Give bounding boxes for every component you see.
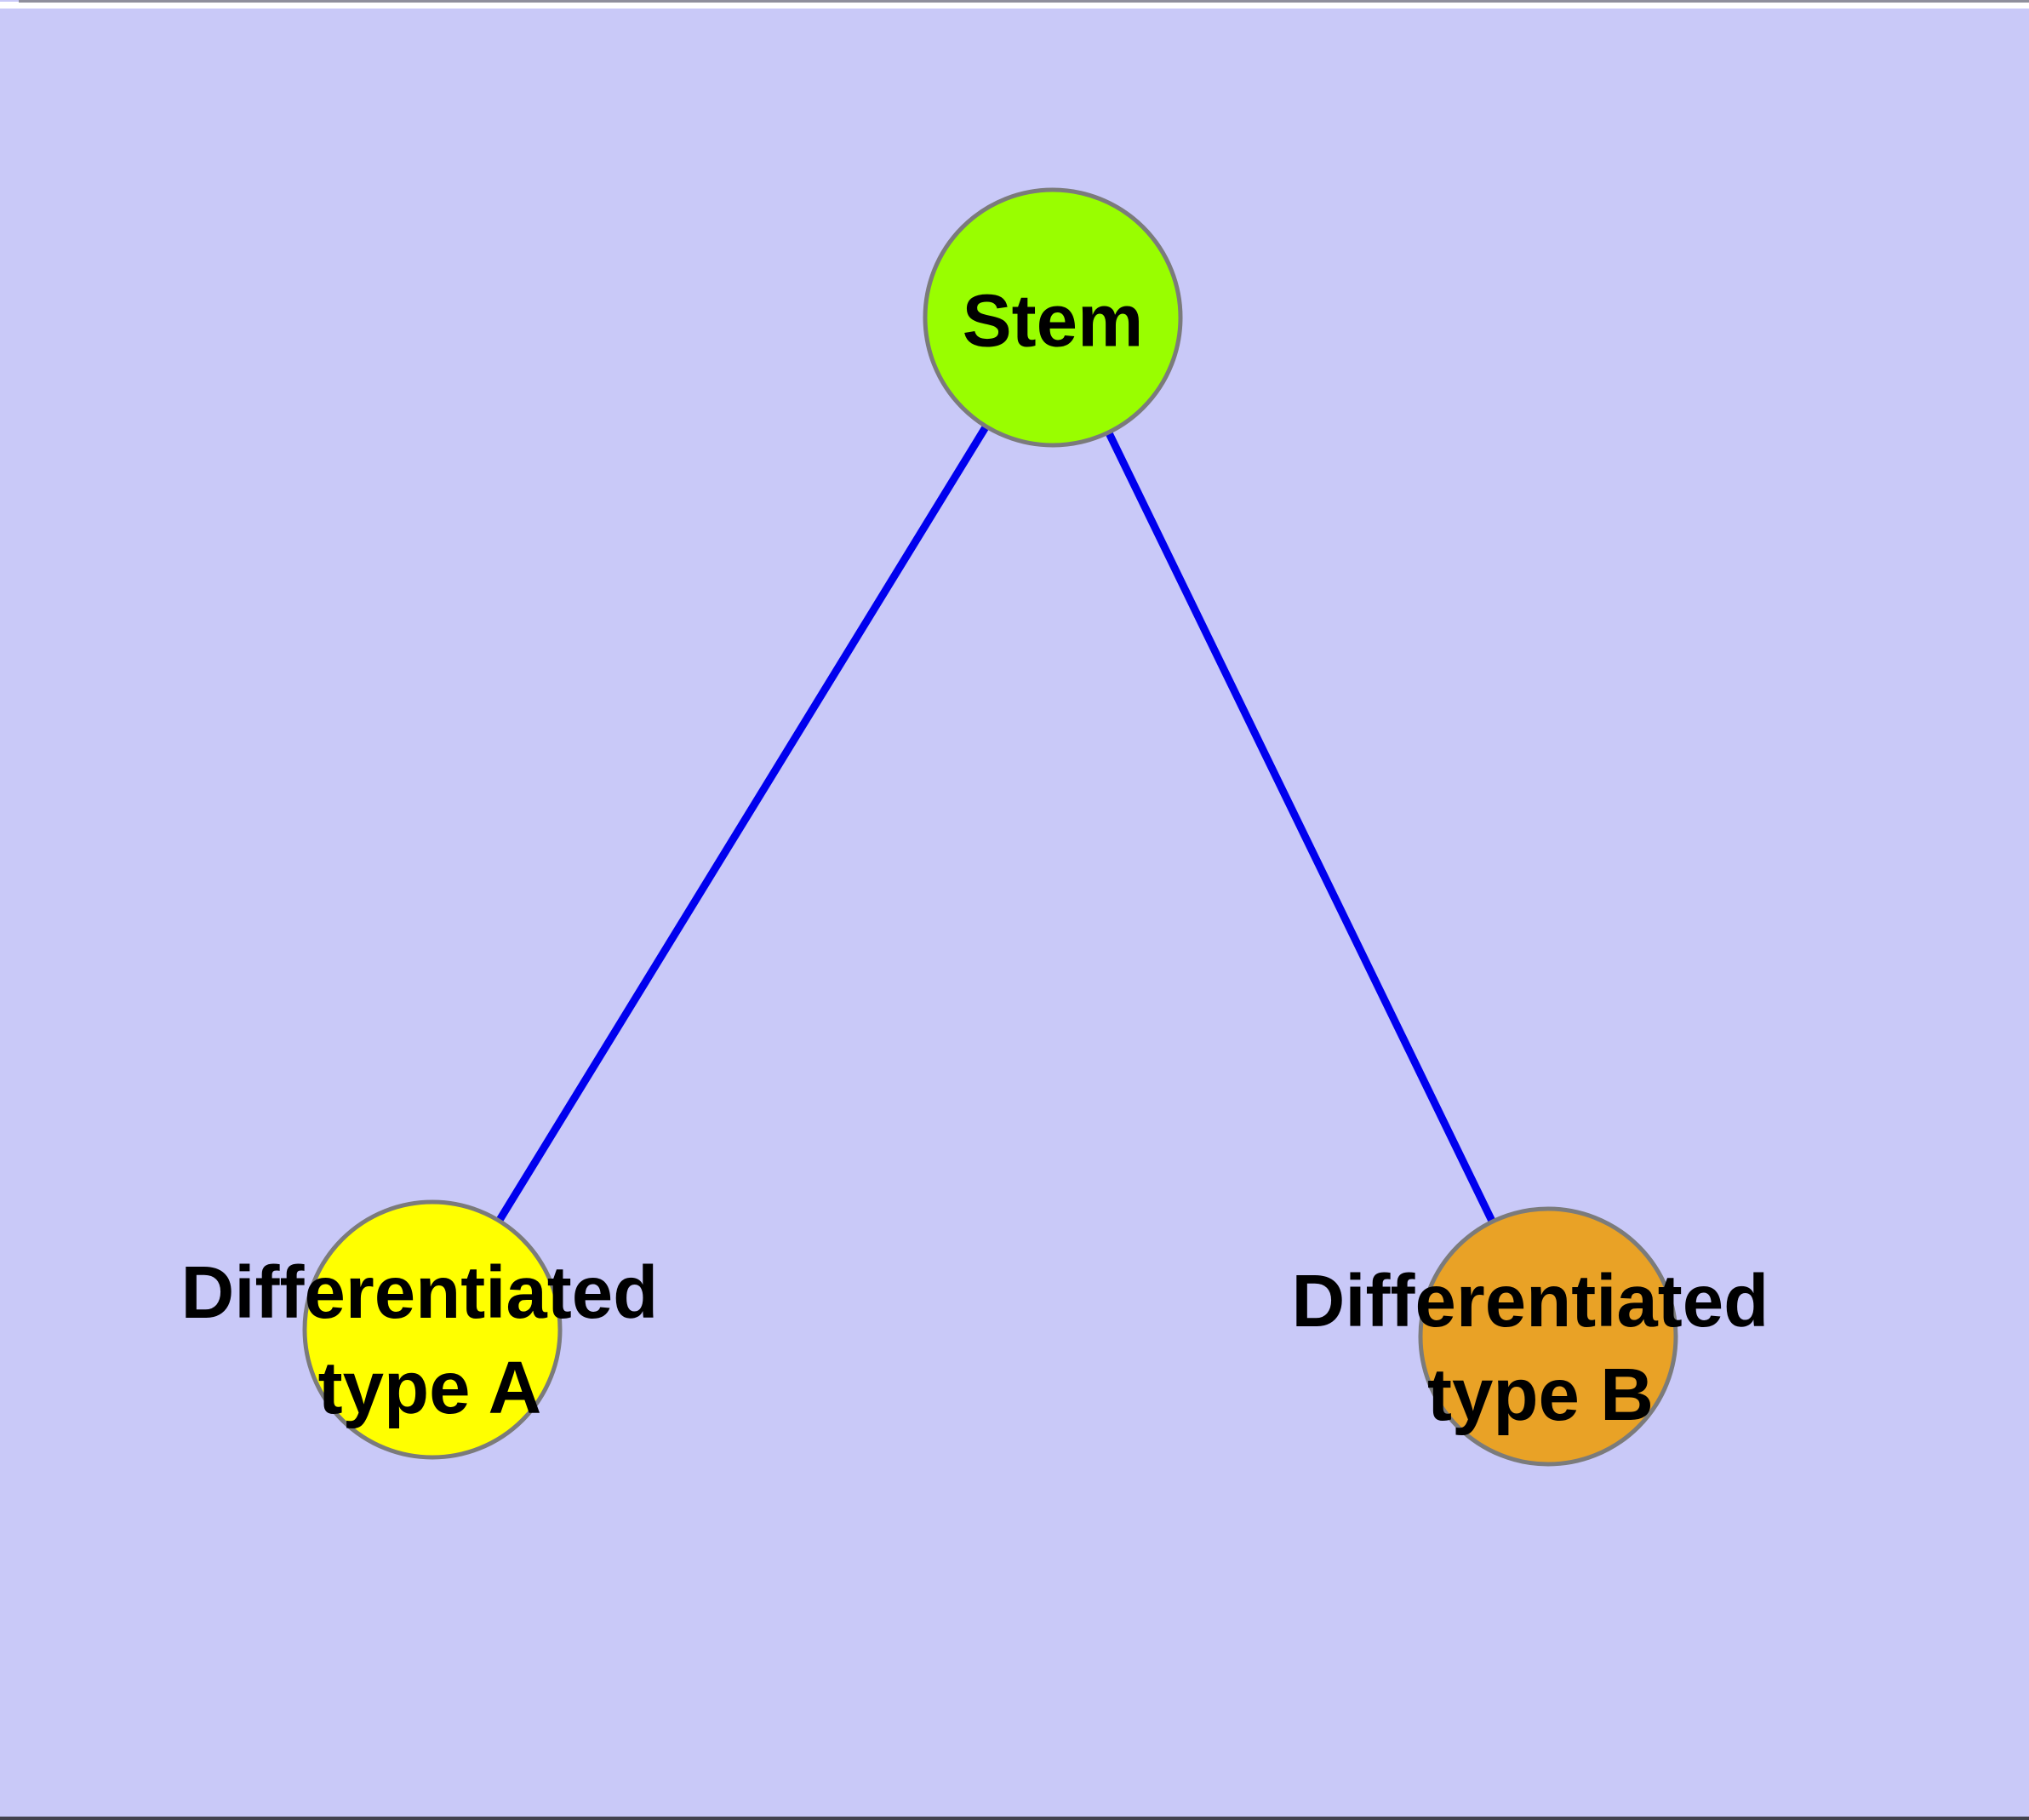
node-label-differentiated-type-a-line1: Differentiated bbox=[181, 1251, 659, 1334]
node-differentiated-type-b bbox=[1418, 1206, 1678, 1467]
node-label-differentiated-type-b-line1: Differentiated bbox=[1292, 1260, 1769, 1342]
node-label-differentiated-type-b-line2: type B bbox=[1427, 1354, 1654, 1436]
edge-stem-to-type-a bbox=[429, 315, 1056, 1332]
window-bottom-edge bbox=[0, 1817, 2029, 1820]
node-stem bbox=[923, 187, 1183, 448]
window-top-edge bbox=[19, 0, 2029, 3]
node-differentiated-type-a bbox=[302, 1199, 563, 1460]
window-top-strip bbox=[0, 2, 2029, 9]
node-label-differentiated-type-a-line2: type A bbox=[318, 1347, 542, 1429]
node-label-differentiated-type-b: Differentiated type B bbox=[1292, 1260, 1790, 1436]
node-label-stem: Stem bbox=[963, 280, 1144, 363]
edge-stem-to-type-b bbox=[1049, 316, 1552, 1338]
node-label-differentiated-type-a: Differentiated type A bbox=[181, 1251, 679, 1429]
